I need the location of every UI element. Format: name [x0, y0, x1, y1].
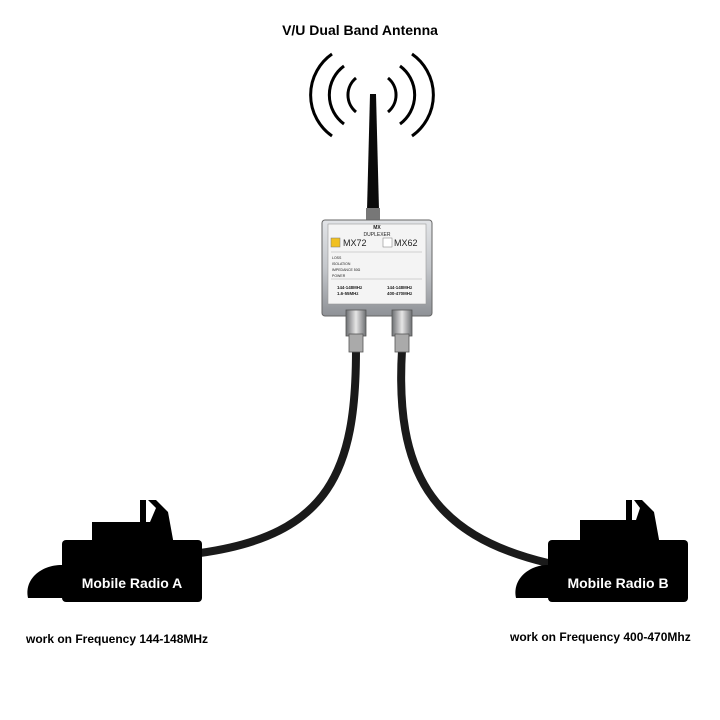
duplexer-label: MX DUPLEXER MX72 MX62 LOSS ISOLATION IMP… [332, 225, 418, 296]
port-a-band-2: 1.6-55MHz [337, 291, 359, 296]
spec-isolation: ISOLATION [332, 262, 351, 266]
radio-a-frequency-text: work on Frequency 144-148MHz [26, 632, 209, 646]
port-b-band: 144-148MHz [387, 285, 413, 290]
port-b-band-2: 400-470MHz [387, 291, 413, 296]
duplexer-connectors [345, 309, 413, 353]
cable-to-radio-a [196, 346, 360, 557]
diagram-title: V/U Dual Band Antenna [282, 22, 438, 38]
duplexer-brand: MX [373, 225, 381, 231]
coax-cables [196, 346, 552, 567]
mobile-radio-b-icon [515, 500, 688, 602]
spec-loss: LOSS [332, 256, 342, 260]
spec-power: POWER [332, 274, 346, 278]
cable-to-radio-b [397, 346, 552, 567]
mobile-radio-a-icon [27, 500, 202, 602]
model-mx72-label: MX72 [343, 238, 367, 248]
port-a-band: 144-148MHz [337, 285, 363, 290]
spec-impedance: IMPEDANCE 50Ω [332, 268, 361, 272]
radio-b-frequency-text: work on Frequency 400-470Mhz [510, 630, 691, 644]
radio-waves-icon [309, 52, 435, 138]
duplexer-type-label: DUPLEXER [364, 232, 391, 238]
antenna-icon [366, 94, 380, 222]
selected-model-indicator [330, 237, 341, 248]
radio-a-label: Mobile Radio A [81, 575, 183, 591]
model-mx62-label: MX62 [394, 238, 418, 248]
radio-b-label: Mobile Radio B [567, 575, 669, 591]
duplexer-box [321, 219, 433, 317]
unselected-model-indicator [382, 237, 393, 248]
